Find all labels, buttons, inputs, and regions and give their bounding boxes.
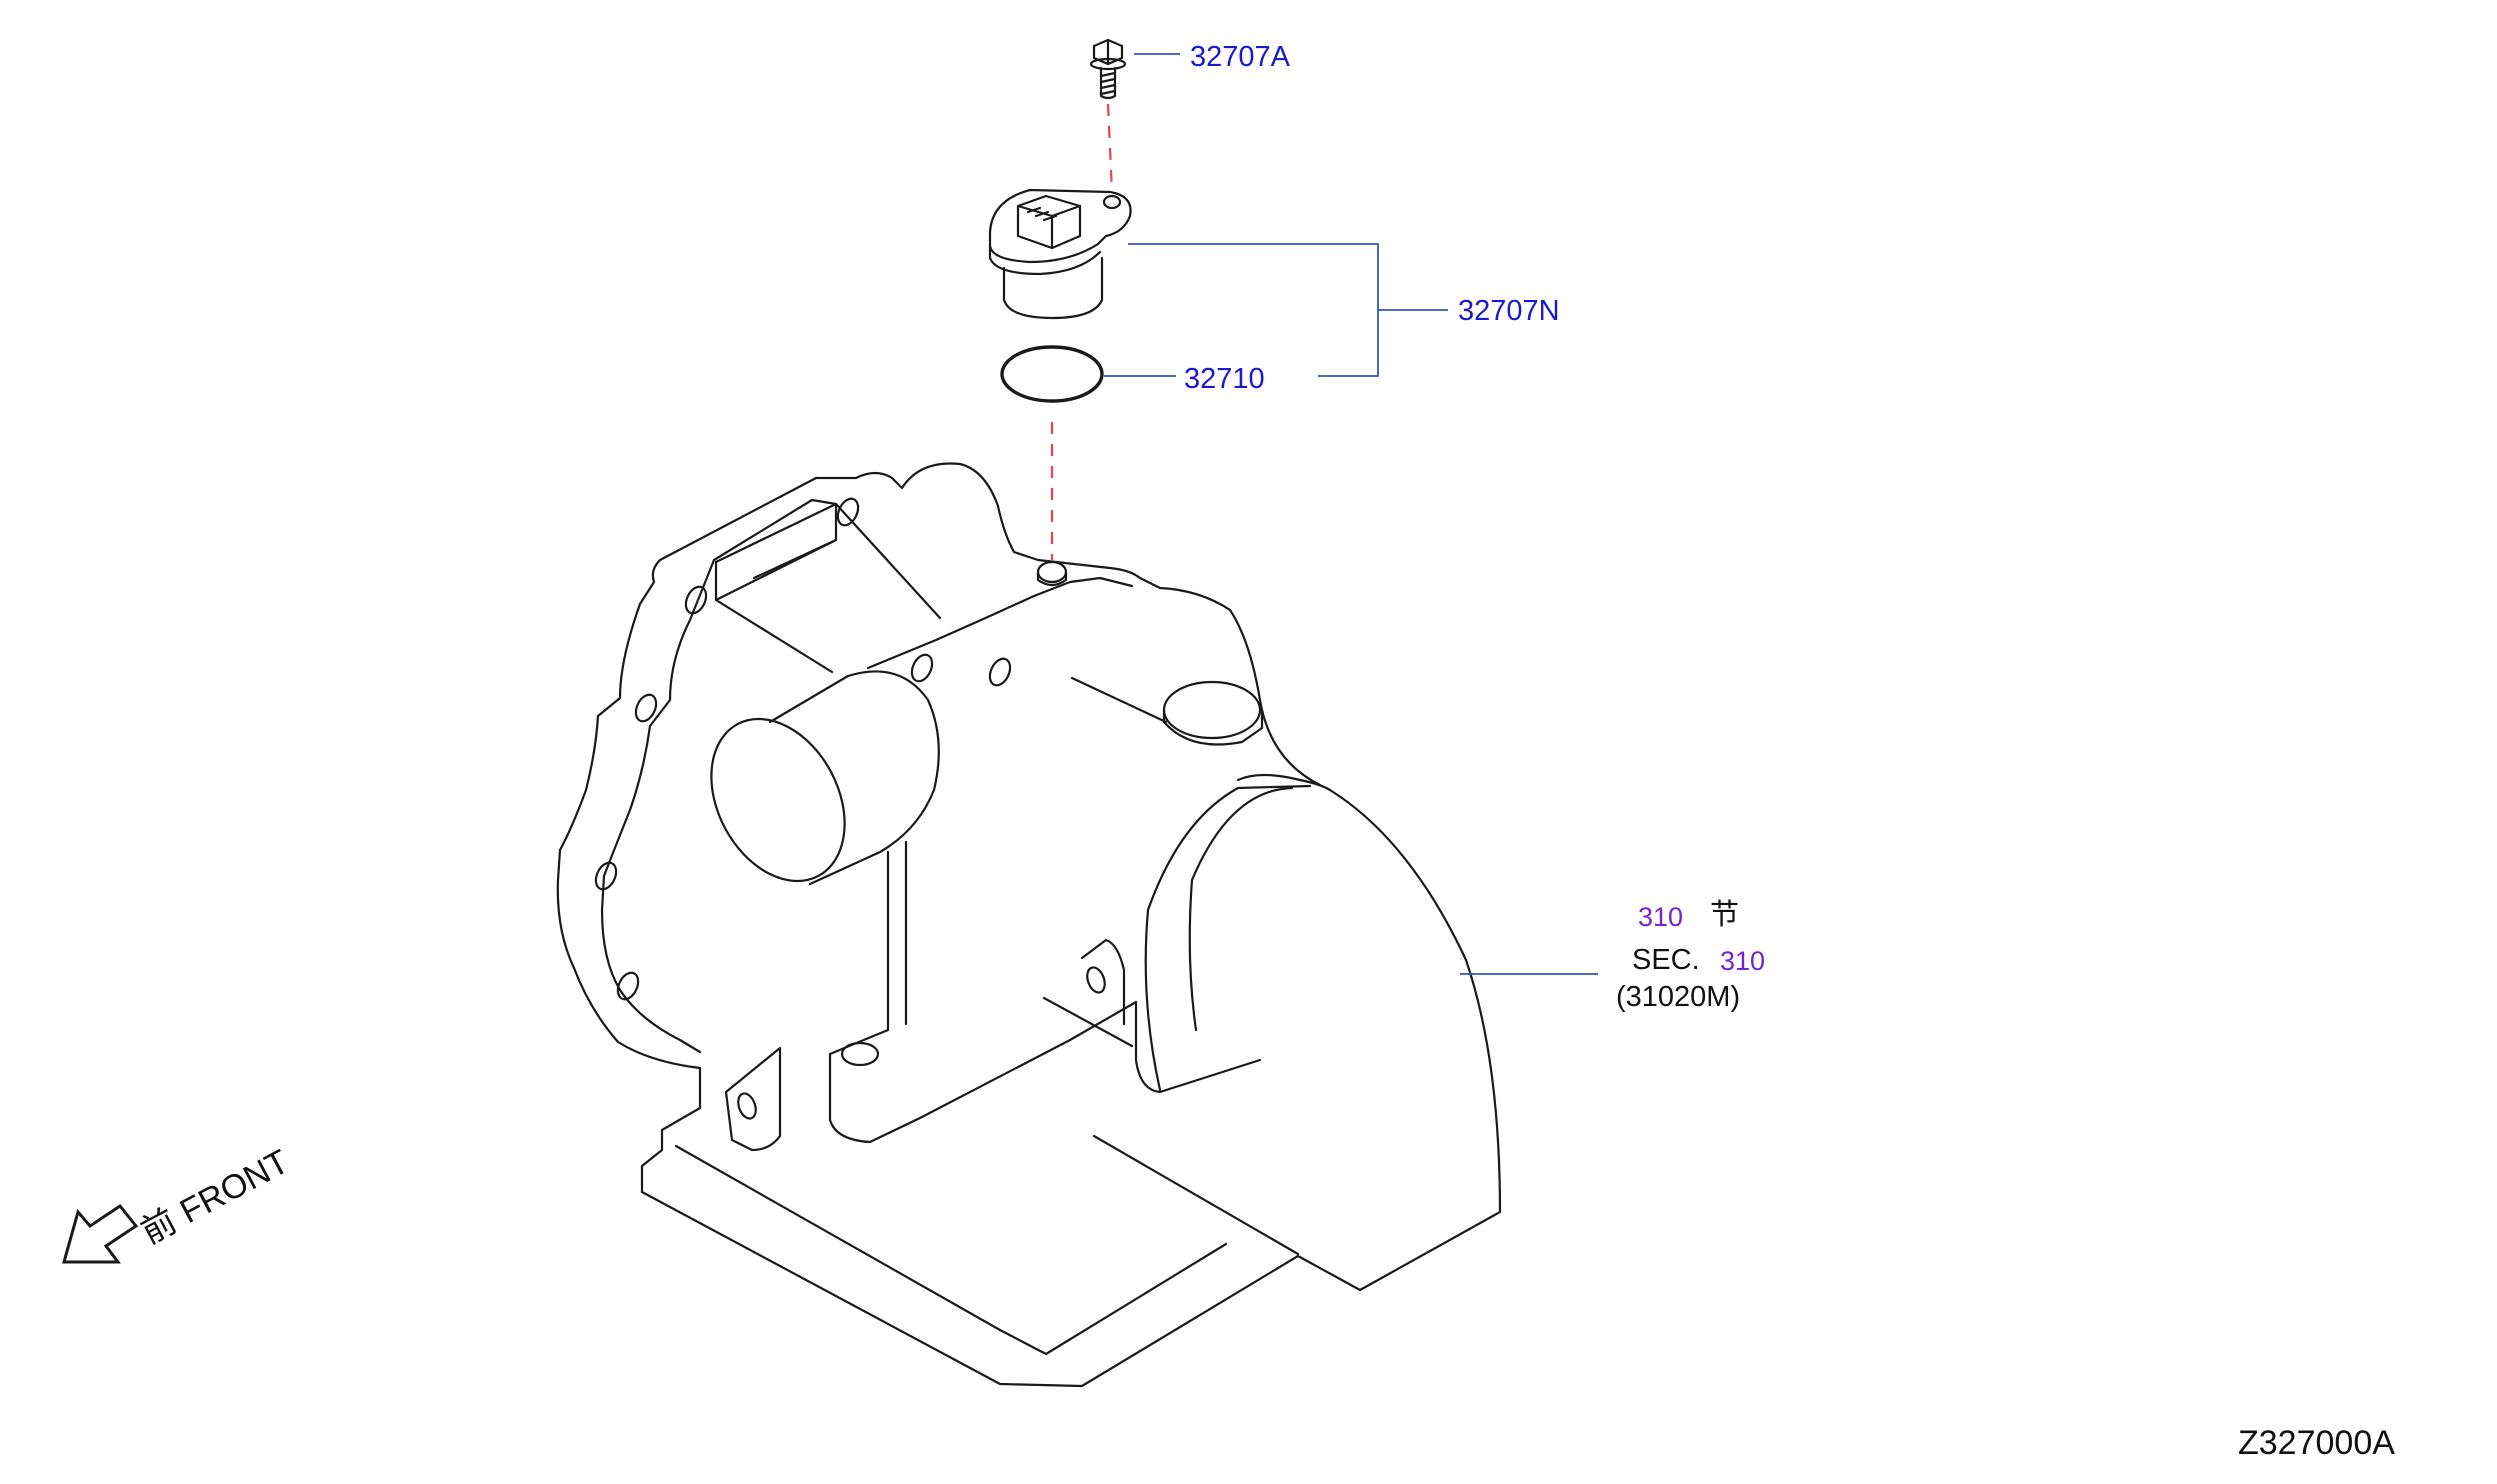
section-part-ref: (31020M) (1616, 981, 1740, 1013)
front-indicator: 前 FRONT (62, 1143, 295, 1264)
bolt-centerline (1106, 103, 1114, 193)
part-label-32707n[interactable]: 32707N (1458, 295, 1560, 327)
o-ring-32710[interactable] (1000, 345, 1104, 403)
section-char-top: 节 (1710, 898, 1739, 931)
front-label: FRONT (174, 1143, 295, 1232)
section-number-top: 310 (1638, 902, 1683, 932)
section-number[interactable]: 310 (1720, 946, 1765, 976)
speed-sensor-32707n[interactable] (988, 188, 1132, 320)
leader-lines (1104, 53, 1598, 975)
transmission-case[interactable] (556, 462, 1502, 1388)
front-char: 前 (135, 1202, 183, 1252)
leader-32707n (1128, 243, 1448, 377)
part-label-32707a[interactable]: 32707A (1190, 41, 1291, 73)
front-arrow-icon (62, 1203, 139, 1264)
section-label: SEC. (1632, 944, 1700, 976)
bolt-32707a[interactable] (1089, 38, 1127, 100)
diagram-code: Z327000A (2238, 1424, 2395, 1462)
part-label-32710[interactable]: 32710 (1184, 363, 1265, 395)
